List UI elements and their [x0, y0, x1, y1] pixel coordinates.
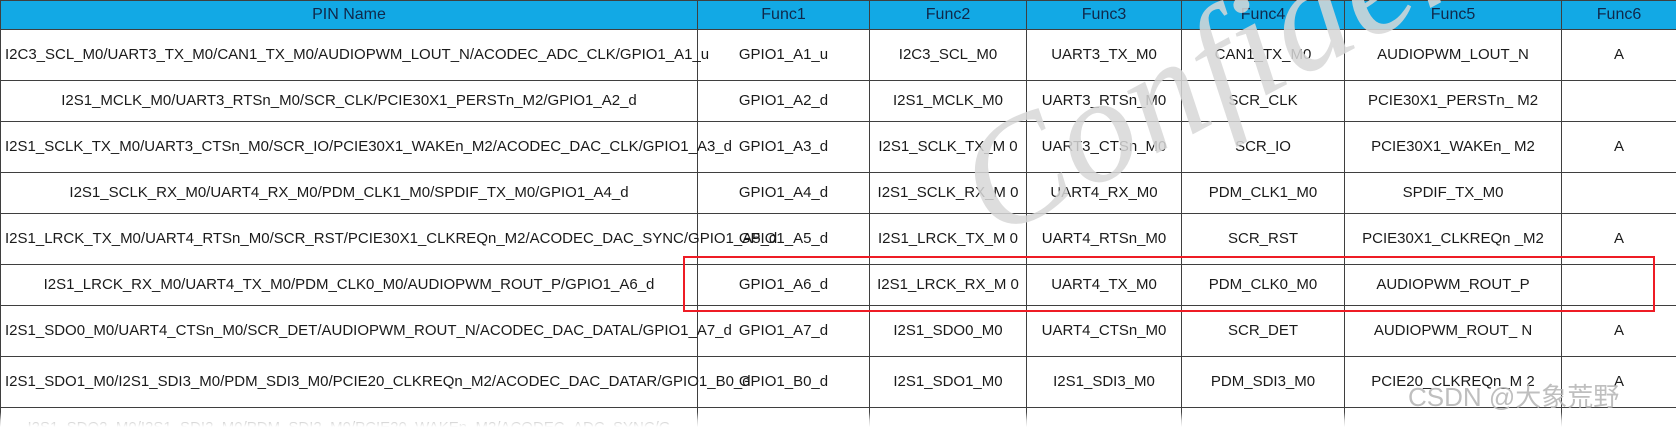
cell-func6: A — [1561, 305, 1676, 357]
cell-func3: UART4_RX_M0 — [1026, 172, 1182, 214]
cell-func3: UART4_CTSn_M0 — [1026, 305, 1182, 357]
cell-func4: PDM_CLK1_M0 — [1181, 172, 1345, 214]
cell-func1 — [697, 407, 870, 427]
cell-func6: A — [1561, 213, 1676, 265]
cell-func4 — [1181, 407, 1345, 427]
table-header-row: PIN Name Func1 Func2 Func3 Func4 Func5 F… — [0, 0, 1676, 30]
cell-func4: SCR_IO — [1181, 121, 1345, 173]
cell-func4: SCR_DET — [1181, 305, 1345, 357]
table-row[interactable]: I2S1_SDO1_M0/I2S1_SDI3_M0/PDM_SDI3_M0/PC… — [0, 356, 1676, 408]
cell-func4: CAN1_TX_M0 — [1181, 29, 1345, 81]
cell-func1: GPIO1_A3_d — [697, 121, 870, 173]
cell-pin-name: I2S1_SCLK_TX_M0/UART3_CTSn_M0/SCR_IO/PCI… — [0, 121, 732, 173]
cell-func4: SCR_CLK — [1181, 80, 1345, 122]
cell-func1: GPIO1_A2_d — [697, 80, 870, 122]
cell-func1: GPIO1_A4_d — [697, 172, 870, 214]
table-row[interactable]: I2S1_SCLK_TX_M0/UART3_CTSn_M0/SCR_IO/PCI… — [0, 121, 1676, 173]
cell-func2: I2S1_LRCK_TX_M 0 — [869, 213, 1027, 265]
table-row[interactable]: I2C3_SCL_M0/UART3_TX_M0/CAN1_TX_M0/AUDIO… — [0, 29, 1676, 81]
column-header-func5[interactable]: Func5 — [1344, 0, 1562, 30]
column-header-func3[interactable]: Func3 — [1026, 0, 1182, 30]
table-row[interactable]: I2S1_SDO0_M0/UART4_CTSn_M0/SCR_DET/AUDIO… — [0, 305, 1676, 357]
cell-pin-name: I2S1_SDO1_M0/I2S1_SDI3_M0/PDM_SDI3_M0/PC… — [0, 356, 751, 408]
cell-pin-name: I2S1_SDO0_M0/UART4_CTSn_M0/SCR_DET/AUDIO… — [0, 305, 732, 357]
cell-pin-name: I2S1_LRCK_TX_M0/UART4_RTSn_M0/SCR_RST/PC… — [0, 213, 777, 265]
cell-func5: SPDIF_TX_M0 — [1344, 172, 1562, 214]
table-row[interactable]: I2S1_SDO2_M0/I2S1_SDI2_M0/PDM_SDI2_M0/PC… — [0, 407, 1676, 427]
cell-func6: A — [1561, 121, 1676, 173]
cell-func1: GPIO1_A1_u — [697, 29, 870, 81]
cell-func6: A — [1561, 356, 1676, 408]
cell-func4: SCR_RST — [1181, 213, 1345, 265]
table-row-highlighted[interactable]: I2S1_LRCK_RX_M0/UART4_TX_M0/PDM_CLK0_M0/… — [0, 264, 1676, 306]
column-header-func2[interactable]: Func2 — [869, 0, 1027, 30]
cell-func1: GPIO1_B0_d — [697, 356, 870, 408]
cell-func2: I2C3_SCL_M0 — [869, 29, 1027, 81]
cell-func6 — [1561, 407, 1676, 427]
cell-func2 — [869, 407, 1027, 427]
cell-func3: UART3_RTSn_M0 — [1026, 80, 1182, 122]
cell-func6 — [1561, 80, 1676, 122]
table-row[interactable]: I2S1_SCLK_RX_M0/UART4_RX_M0/PDM_CLK1_M0/… — [0, 172, 1676, 214]
cell-func2: I2S1_MCLK_M0 — [869, 80, 1027, 122]
cell-func2: I2S1_SDO0_M0 — [869, 305, 1027, 357]
cell-pin-name: I2C3_SCL_M0/UART3_TX_M0/CAN1_TX_M0/AUDIO… — [0, 29, 709, 81]
cell-func5 — [1344, 407, 1562, 427]
cell-pin-name: I2S1_SDO2_M0/I2S1_SDI2_M0/PDM_SDI2_M0/PC… — [0, 407, 698, 427]
column-header-func6[interactable]: Func6 — [1561, 0, 1676, 30]
cell-func5: AUDIOPWM_LOUT_N — [1344, 29, 1562, 81]
cell-func5: PCIE30X1_WAKEn_ M2 — [1344, 121, 1562, 173]
cell-func4: PDM_SDI3_M0 — [1181, 356, 1345, 408]
table-body: I2C3_SCL_M0/UART3_TX_M0/CAN1_TX_M0/AUDIO… — [0, 29, 1676, 427]
column-header-func4[interactable]: Func4 — [1181, 0, 1345, 30]
cell-func2: I2S1_LRCK_RX_M 0 — [869, 264, 1027, 306]
cell-func3: I2S1_SDI3_M0 — [1026, 356, 1182, 408]
cell-func3: UART3_TX_M0 — [1026, 29, 1182, 81]
cell-func3 — [1026, 407, 1182, 427]
column-header-pin-name[interactable]: PIN Name — [0, 0, 698, 30]
cell-func5: PCIE30X1_PERSTn_ M2 — [1344, 80, 1562, 122]
cell-pin-name: I2S1_SCLK_RX_M0/UART4_RX_M0/PDM_CLK1_M0/… — [0, 172, 698, 214]
cell-func3: UART4_RTSn_M0 — [1026, 213, 1182, 265]
table-row[interactable]: I2S1_MCLK_M0/UART3_RTSn_M0/SCR_CLK/PCIE3… — [0, 80, 1676, 122]
cell-func1: GPIO1_A6_d — [697, 264, 870, 306]
cell-func3: UART3_CTSn_M0 — [1026, 121, 1182, 173]
cell-func5: PCIE20_CLKREQn_M 2 — [1344, 356, 1562, 408]
table-row[interactable]: I2S1_LRCK_TX_M0/UART4_RTSn_M0/SCR_RST/PC… — [0, 213, 1676, 265]
cell-func6 — [1561, 264, 1676, 306]
cell-func5: PCIE30X1_CLKREQn _M2 — [1344, 213, 1562, 265]
cell-func5: AUDIOPWM_ROUT_ N — [1344, 305, 1562, 357]
cell-func2: I2S1_SDO1_M0 — [869, 356, 1027, 408]
cell-func3: UART4_TX_M0 — [1026, 264, 1182, 306]
cell-pin-name: I2S1_MCLK_M0/UART3_RTSn_M0/SCR_CLK/PCIE3… — [0, 80, 698, 122]
cell-func5: AUDIOPWM_ROUT_P — [1344, 264, 1562, 306]
cell-func2: I2S1_SCLK_TX_M 0 — [869, 121, 1027, 173]
cell-func6: A — [1561, 29, 1676, 81]
column-header-func1[interactable]: Func1 — [697, 0, 870, 30]
cell-pin-name: I2S1_LRCK_RX_M0/UART4_TX_M0/PDM_CLK0_M0/… — [0, 264, 698, 306]
cell-func2: I2S1_SCLK_RX_M 0 — [869, 172, 1027, 214]
cell-func6 — [1561, 172, 1676, 214]
cell-func4: PDM_CLK0_M0 — [1181, 264, 1345, 306]
